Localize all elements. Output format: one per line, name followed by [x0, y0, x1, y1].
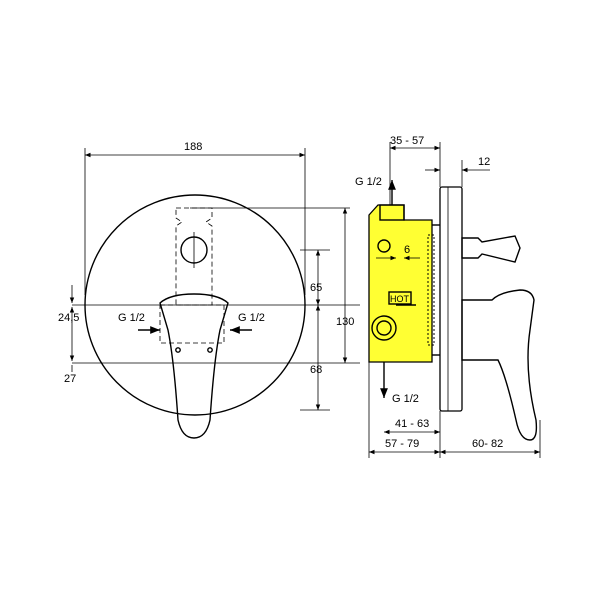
inlet-left-label: G 1/2 [118, 312, 145, 324]
dim-188-label: 188 [184, 141, 202, 153]
dim-3557-label: 35 - 57 [390, 135, 424, 147]
cover-plate-side [439, 186, 463, 412]
cartridge-hidden-outline [159, 304, 225, 344]
lever-handle [159, 293, 229, 439]
dim-4163-label: 41 - 63 [395, 418, 429, 430]
dim-245-label: 24,5 [58, 312, 79, 324]
outlet-port-outer [371, 315, 397, 341]
lever-side [461, 289, 538, 441]
outlet-bottom-label: G 1/2 [392, 393, 419, 405]
screw-right [207, 347, 213, 353]
dim-130-label: 130 [336, 316, 354, 328]
screw-left [175, 347, 181, 353]
housing-port-upper [377, 239, 391, 253]
outlet-port-inner [376, 320, 392, 336]
diverter-knob-side [461, 235, 521, 263]
housing-thread [427, 234, 435, 346]
outlet-top-label: G 1/2 [355, 176, 382, 188]
inlet-right-label: G 1/2 [238, 312, 265, 324]
front-view: G 1/2 G 1/2 188 24,5 27 65 68 130 [58, 141, 360, 439]
dim-27-label: 27 [64, 373, 76, 385]
dim-6082-label: 60- 82 [472, 438, 503, 450]
hot-label-box [388, 291, 412, 305]
dim-68-label: 68 [310, 364, 322, 376]
dim-6-label: 6 [404, 244, 410, 256]
dim-12-label: 12 [478, 156, 490, 168]
side-view: HOT G 1/2 G 1/2 35 - 57 12 6 41 - 63 [355, 135, 541, 458]
dim-65-label: 65 [310, 282, 322, 294]
dim-5779-label: 57 - 79 [385, 438, 419, 450]
hot-label: HOT [390, 294, 410, 304]
